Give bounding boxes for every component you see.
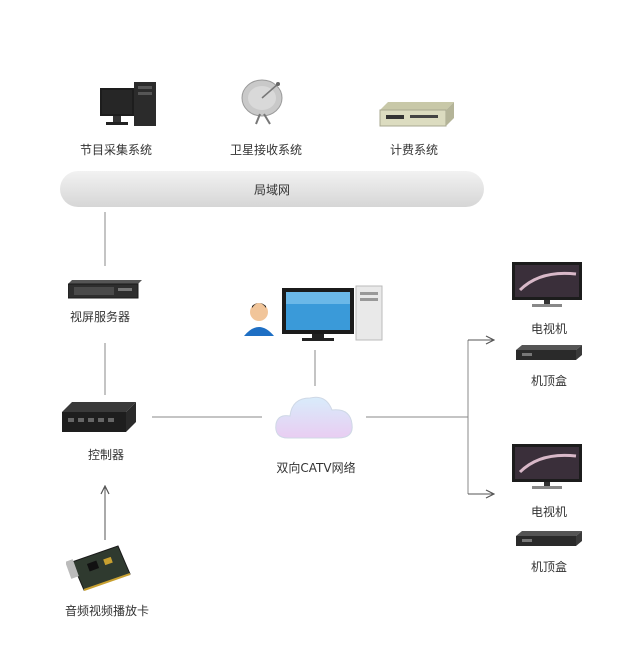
lan-bar: 局域网 (60, 171, 484, 207)
program-capture-label: 节目采集系统 (79, 143, 153, 157)
desktop-computer-icon (100, 82, 156, 126)
set-top-box-icon (516, 345, 582, 360)
video-server-label: 视屏服务器 (69, 310, 131, 324)
tv-1-label: 电视机 (530, 322, 568, 336)
stb-2-label: 机顶盒 (530, 560, 568, 574)
billing-node (376, 100, 456, 130)
stb-1-label: 机顶盒 (530, 374, 568, 388)
video-server-node (67, 278, 142, 300)
catv-network-label: 双向CATV网络 (276, 461, 356, 475)
av-card-icon (65, 545, 131, 591)
billing-label: 计费系统 (389, 143, 439, 157)
satellite-receive-node (238, 78, 290, 128)
tv-2-node (510, 442, 584, 492)
tv-1-node (510, 260, 584, 310)
controller-label: 控制器 (87, 448, 125, 462)
tv-2-label: 电视机 (530, 505, 568, 519)
av-card-node (65, 544, 134, 596)
program-capture-node (96, 78, 162, 130)
controller-node (60, 398, 138, 436)
tv-icon (512, 444, 582, 489)
billing-device-icon (379, 102, 454, 127)
satellite-receive-label: 卫星接收系统 (229, 143, 303, 157)
lan-label: 局域网 (253, 182, 290, 197)
satellite-dish-icon (241, 79, 283, 125)
set-top-box-icon (516, 531, 582, 546)
catv-cloud-node (272, 388, 358, 446)
av-card-label: 音频视频播放卡 (64, 604, 150, 618)
cloud-icon (275, 396, 353, 439)
user-workstation-icon (244, 285, 383, 341)
stb-2-node (512, 530, 584, 548)
tv-icon (512, 262, 582, 307)
rack-server-icon (67, 280, 142, 299)
stb-1-node (512, 344, 584, 362)
operator-workstation-node (240, 282, 386, 342)
controller-device-icon (62, 402, 136, 432)
